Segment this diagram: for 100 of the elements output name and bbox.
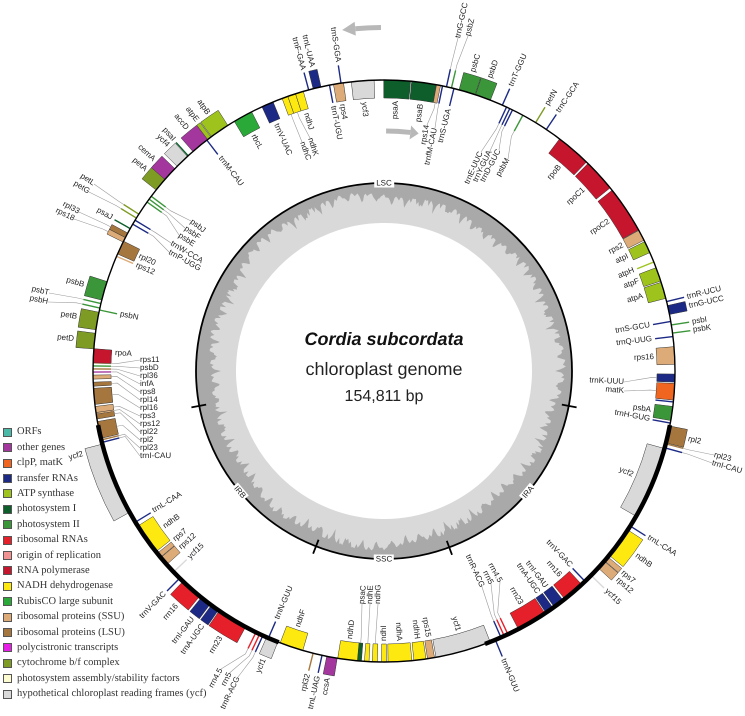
- gene-block: [475, 77, 498, 100]
- gene-block: [308, 653, 314, 671]
- gene-block: [328, 85, 334, 103]
- gene-label: rpl2: [688, 435, 702, 446]
- leader-line: [624, 390, 657, 392]
- gene-block: [132, 224, 149, 234]
- legend-label: ATP synthase: [17, 488, 74, 500]
- region-label: LSC: [374, 178, 394, 188]
- gene-label: trnQ-UUG: [616, 335, 653, 348]
- leader-line: [110, 372, 140, 384]
- gene-label: trnK-UUU: [589, 376, 624, 386]
- gene-block: [92, 374, 112, 380]
- gene-block: [84, 276, 108, 300]
- gene-block: [655, 336, 674, 340]
- gene-block: [84, 444, 130, 522]
- leader-line: [498, 126, 505, 150]
- gene-block: [146, 201, 162, 214]
- legend-label: origin of replication: [17, 550, 101, 562]
- leader-line: [229, 650, 252, 674]
- gene-block: [254, 635, 264, 652]
- gene-label: trnS-GGA: [328, 27, 342, 64]
- gene-label: atpF: [622, 278, 640, 290]
- legend-label: ribosomal proteins (LSU): [17, 626, 125, 639]
- leader-line: [119, 436, 140, 456]
- gene-block: [102, 437, 120, 444]
- gene-block: [262, 102, 280, 124]
- gene-block: [644, 282, 666, 304]
- leader-line: [116, 424, 140, 440]
- leader-line: [110, 382, 140, 400]
- leader-line: [112, 394, 140, 408]
- gene-block: [652, 419, 670, 424]
- leader-line: [508, 130, 515, 160]
- gene-block: [247, 632, 257, 649]
- gene-block: [412, 640, 426, 661]
- gene-block: [514, 114, 524, 132]
- gene-label: ycf2: [618, 466, 635, 479]
- gene-block: [446, 69, 452, 87]
- gene-block: [664, 447, 682, 454]
- leader-line: [110, 376, 140, 392]
- gene-label: ndhA: [394, 622, 403, 641]
- gene-block: [501, 108, 510, 126]
- gene-block: [92, 348, 112, 364]
- leader-line: [165, 206, 192, 222]
- legend-label: hypothetical chloroplast reading frames (ycf): [17, 688, 207, 700]
- leader-line: [375, 604, 378, 644]
- gene-block: [206, 140, 218, 155]
- leader-line: [113, 406, 140, 416]
- gene-label: psbH: [28, 294, 49, 306]
- gene-block: [83, 298, 102, 304]
- leader-line: [114, 412, 140, 432]
- gene-block: [620, 443, 665, 517]
- legend-label: ribosomal proteins (SSU): [17, 611, 124, 624]
- leader-line: [455, 36, 468, 71]
- gene-block: [123, 204, 140, 215]
- leader-line: [482, 586, 494, 622]
- gene-block: [535, 106, 546, 123]
- leader-line: [297, 112, 310, 138]
- gene-label: psbD: [140, 364, 159, 372]
- gene-label: trnS-GCU: [614, 321, 651, 335]
- gene-block: [438, 86, 444, 104]
- gene-block: [448, 88, 455, 106]
- legend-label: polycistronic transcripts: [17, 642, 118, 654]
- gene-block: [351, 80, 375, 100]
- gene-block: [338, 65, 342, 84]
- gene-block: [496, 619, 505, 636]
- gene-label: rps3: [140, 412, 156, 420]
- legend-label: ORFs: [17, 426, 42, 438]
- gene-label: rpoA: [114, 349, 132, 358]
- gene-block: [295, 91, 309, 112]
- gene-block: [303, 72, 310, 90]
- gene-block: [572, 568, 586, 582]
- legend-label: ribosomal RNAs: [17, 534, 88, 546]
- leader-line: [490, 584, 498, 620]
- gene-label: psbT: [30, 285, 50, 297]
- gene-block: [268, 621, 276, 638]
- leader-line: [163, 209, 186, 228]
- gene-label: ndhH: [411, 619, 422, 640]
- gene-label: ndhD: [346, 619, 357, 640]
- gene-block: [318, 655, 323, 674]
- map-subtitle: chloroplast genome: [305, 358, 463, 380]
- gene-label: rpl23: [140, 444, 158, 452]
- leader-line: [88, 192, 122, 209]
- gene-block: [76, 330, 96, 350]
- gene-block: [259, 637, 278, 659]
- gene-block: [493, 620, 502, 638]
- leader-line: [220, 648, 248, 670]
- gene-block: [666, 426, 688, 448]
- leader-line: [360, 604, 362, 644]
- gene-block: [628, 241, 650, 260]
- gene-block: [117, 240, 140, 262]
- gene-block: [364, 643, 370, 662]
- gene-label: psaC: [358, 585, 368, 604]
- gene-block: [251, 634, 260, 651]
- gene-label: psaB: [414, 103, 426, 122]
- region-label: SSC: [374, 554, 394, 564]
- gene-label: ndhG: [374, 584, 382, 604]
- gene-label: psbC: [469, 52, 482, 74]
- gene-block: [655, 399, 674, 403]
- gene-label: ycf1: [450, 616, 462, 632]
- gene-block: [82, 303, 100, 309]
